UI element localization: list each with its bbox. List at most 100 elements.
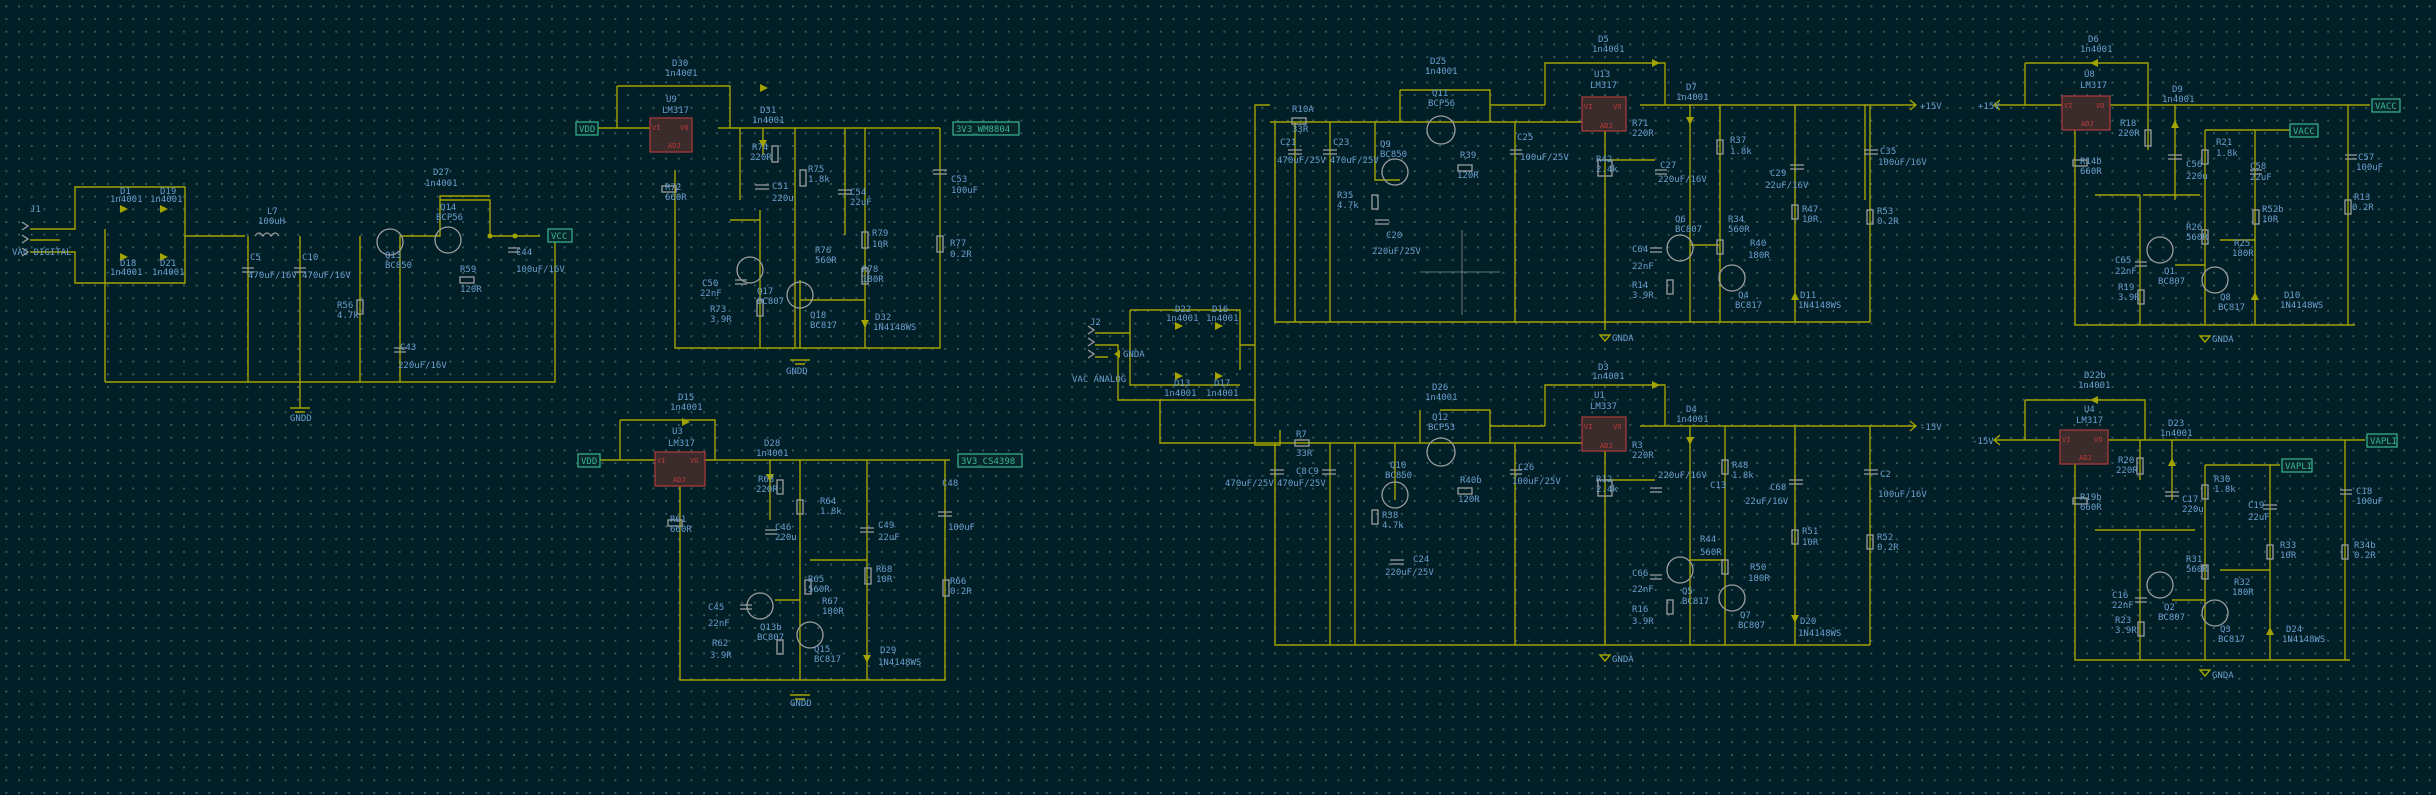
power-gnda-1: GNDA [1123, 350, 1145, 360]
svg-text:VI: VI [2062, 436, 2070, 444]
global-label-vdd-2[interactable] [577, 453, 601, 468]
ref-r42: R42 [1596, 155, 1612, 165]
val-r23: 3.9R [2115, 626, 2137, 636]
global-label-3v3-wm8804[interactable] [952, 121, 1020, 136]
val-q8: BC817 [2218, 303, 2245, 313]
ic-u3[interactable] [654, 451, 706, 487]
ref-u1: U1 [1594, 391, 1605, 401]
ref-r34b: R34b [2354, 541, 2376, 551]
ref-r59: R59 [460, 265, 476, 275]
val-c49: 22uF [878, 533, 900, 543]
ref-r30: R30 [2214, 475, 2230, 485]
global-label-vdd-1-text: VDD [579, 125, 595, 135]
val-r56: 4.7k [337, 311, 359, 321]
ref-q14: Q14 [440, 203, 456, 213]
svg-text:ADJ: ADJ [673, 476, 686, 484]
val-c2: 100uF/16V [1878, 490, 1927, 500]
global-label-vdd-1[interactable] [575, 121, 599, 136]
ref-d11: D11 [1800, 291, 1816, 301]
val-c48: 100uF [948, 523, 975, 533]
ref-c51: C51 [772, 182, 788, 192]
ref-c10: C10 [302, 253, 318, 263]
val-u13: LM317 [1590, 81, 1617, 91]
ref-r31: R31 [2186, 555, 2202, 565]
ref-r33: R33 [2280, 541, 2296, 551]
ref-r78: R78 [862, 265, 878, 275]
ic-u8[interactable] [2061, 95, 2111, 131]
val-c68: 22uF/16V [1745, 497, 1789, 507]
ref-q13: Q13 [385, 251, 401, 261]
global-label-vacc-2[interactable] [2289, 123, 2319, 138]
ref-r44: R44 [1700, 535, 1716, 545]
ref-r64: R64 [820, 497, 836, 507]
val-u1: LM337 [1590, 402, 1617, 412]
val-c17: 220u [2182, 505, 2204, 515]
svg-text:VO: VO [2094, 436, 2102, 444]
val-c25: 100uF/25V [1520, 153, 1569, 163]
ic-u1[interactable] [1581, 416, 1627, 452]
ic-u9[interactable] [649, 117, 693, 153]
global-label-vacc-1[interactable] [2371, 98, 2401, 113]
svg-text:ADJ: ADJ [2079, 454, 2092, 462]
val-c9: 470uF/25V [1277, 479, 1326, 489]
val-c58: 22uF [2250, 173, 2272, 183]
ref-q8: Q8 [2220, 293, 2231, 303]
val-d23: 1n4001 [2160, 429, 2193, 439]
ref-c58: C58 [2250, 162, 2266, 172]
val-r71: 220R [1632, 129, 1654, 139]
val-q13: BC850 [385, 261, 412, 271]
ref-r40: R40 [1750, 239, 1766, 249]
ref-r71: R71 [1632, 119, 1648, 129]
val-c66: 22nF [1632, 585, 1654, 595]
ref-d29: D29 [880, 646, 896, 656]
connector-label-vac-analog: VAC ANALOG [1072, 375, 1126, 385]
ref-r7: R7 [1296, 430, 1307, 440]
ref-r47: R47 [1802, 205, 1818, 215]
input-analog-block: J2 VAC ANALOG GNDA D22 1n4001 D16 1n4001… [1072, 104, 1281, 446]
val-r59: 120R [460, 285, 482, 295]
ref-r38: R38 [1382, 511, 1398, 521]
ref-q6: Q6 [1675, 215, 1686, 225]
ref-c8: C8 [1296, 467, 1307, 477]
val-r75: 1.8k [808, 175, 830, 185]
ref-r63: R63 [758, 475, 774, 485]
val-q10: BC850 [1385, 471, 1412, 481]
val-u4: LM317 [2076, 416, 2103, 426]
global-label-vcc[interactable] [547, 228, 573, 243]
val-q3: BC817 [2218, 635, 2245, 645]
val-r72: 660R [665, 193, 687, 203]
val-c20: 220uF/25V [1372, 247, 1421, 257]
global-label-vapli-2[interactable] [2281, 458, 2313, 473]
val-r31: 560R [2186, 565, 2208, 575]
val-c57: 100uF [2356, 163, 2383, 173]
ref-r79: R79 [872, 229, 888, 239]
val-r52: 0.2R [1877, 543, 1899, 553]
ic-u4[interactable] [2059, 429, 2109, 465]
val-r18: 220R [2118, 129, 2140, 139]
global-label-vapli-1[interactable] [2366, 433, 2398, 448]
val-r53: 0.2R [1877, 217, 1899, 227]
ref-d9: D9 [2172, 85, 2183, 95]
ref-c16: C16 [2112, 591, 2128, 601]
ref-r62: R62 [712, 639, 728, 649]
val-d15: 1n4001 [670, 403, 703, 413]
val-c5: 470uF/16V [248, 271, 297, 281]
ref-r51: R51 [1802, 527, 1818, 537]
ref-d23: D23 [2168, 419, 2184, 429]
val-r40: 180R [1748, 251, 1770, 261]
ref-l7: L7 [267, 207, 278, 217]
val-d24: 1N4148WS [2282, 635, 2325, 645]
val-c19: 22uF [2248, 513, 2270, 523]
ref-r75: R75 [808, 165, 824, 175]
ref-c5: C5 [250, 253, 261, 263]
val-r35: 4.7k [1337, 201, 1359, 211]
val-q1: BC807 [2158, 277, 2185, 287]
svg-text:VO: VO [1613, 423, 1621, 431]
val-d11: 1N4148WS [1798, 301, 1841, 311]
global-label-3v3-cs4398[interactable] [957, 453, 1023, 468]
ref-r35: R35 [1337, 191, 1353, 201]
power-gnda-5: GNDA [2212, 671, 2234, 681]
ic-u13[interactable] [1581, 96, 1627, 132]
